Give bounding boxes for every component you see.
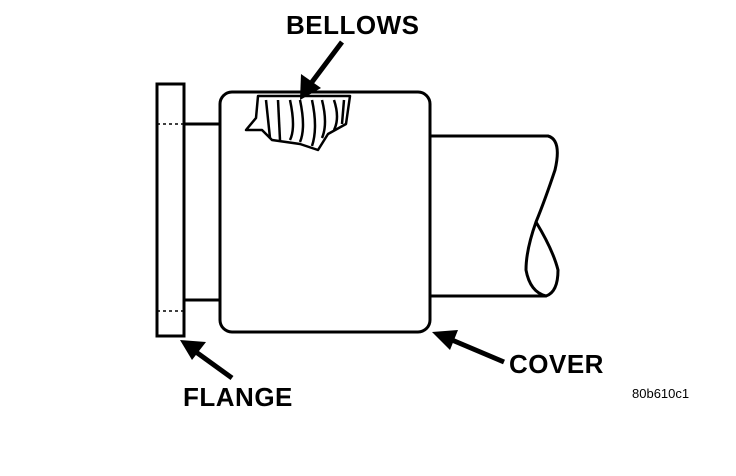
cover-label: COVER: [509, 349, 604, 379]
bellows-arrow: [300, 40, 344, 100]
exhaust-pipe: [430, 134, 560, 298]
flange: [155, 82, 186, 338]
cover-arrow: [432, 330, 505, 365]
bellows-label: BELLOWS: [286, 10, 420, 40]
connecting-tube: [184, 122, 222, 302]
bellows: [244, 94, 352, 152]
flange-label: FLANGE: [183, 382, 293, 412]
flange-arrow: [180, 340, 234, 381]
cover: [218, 90, 432, 334]
leader-arrows: [180, 40, 505, 381]
figure-code: 80b610c1: [632, 386, 689, 401]
